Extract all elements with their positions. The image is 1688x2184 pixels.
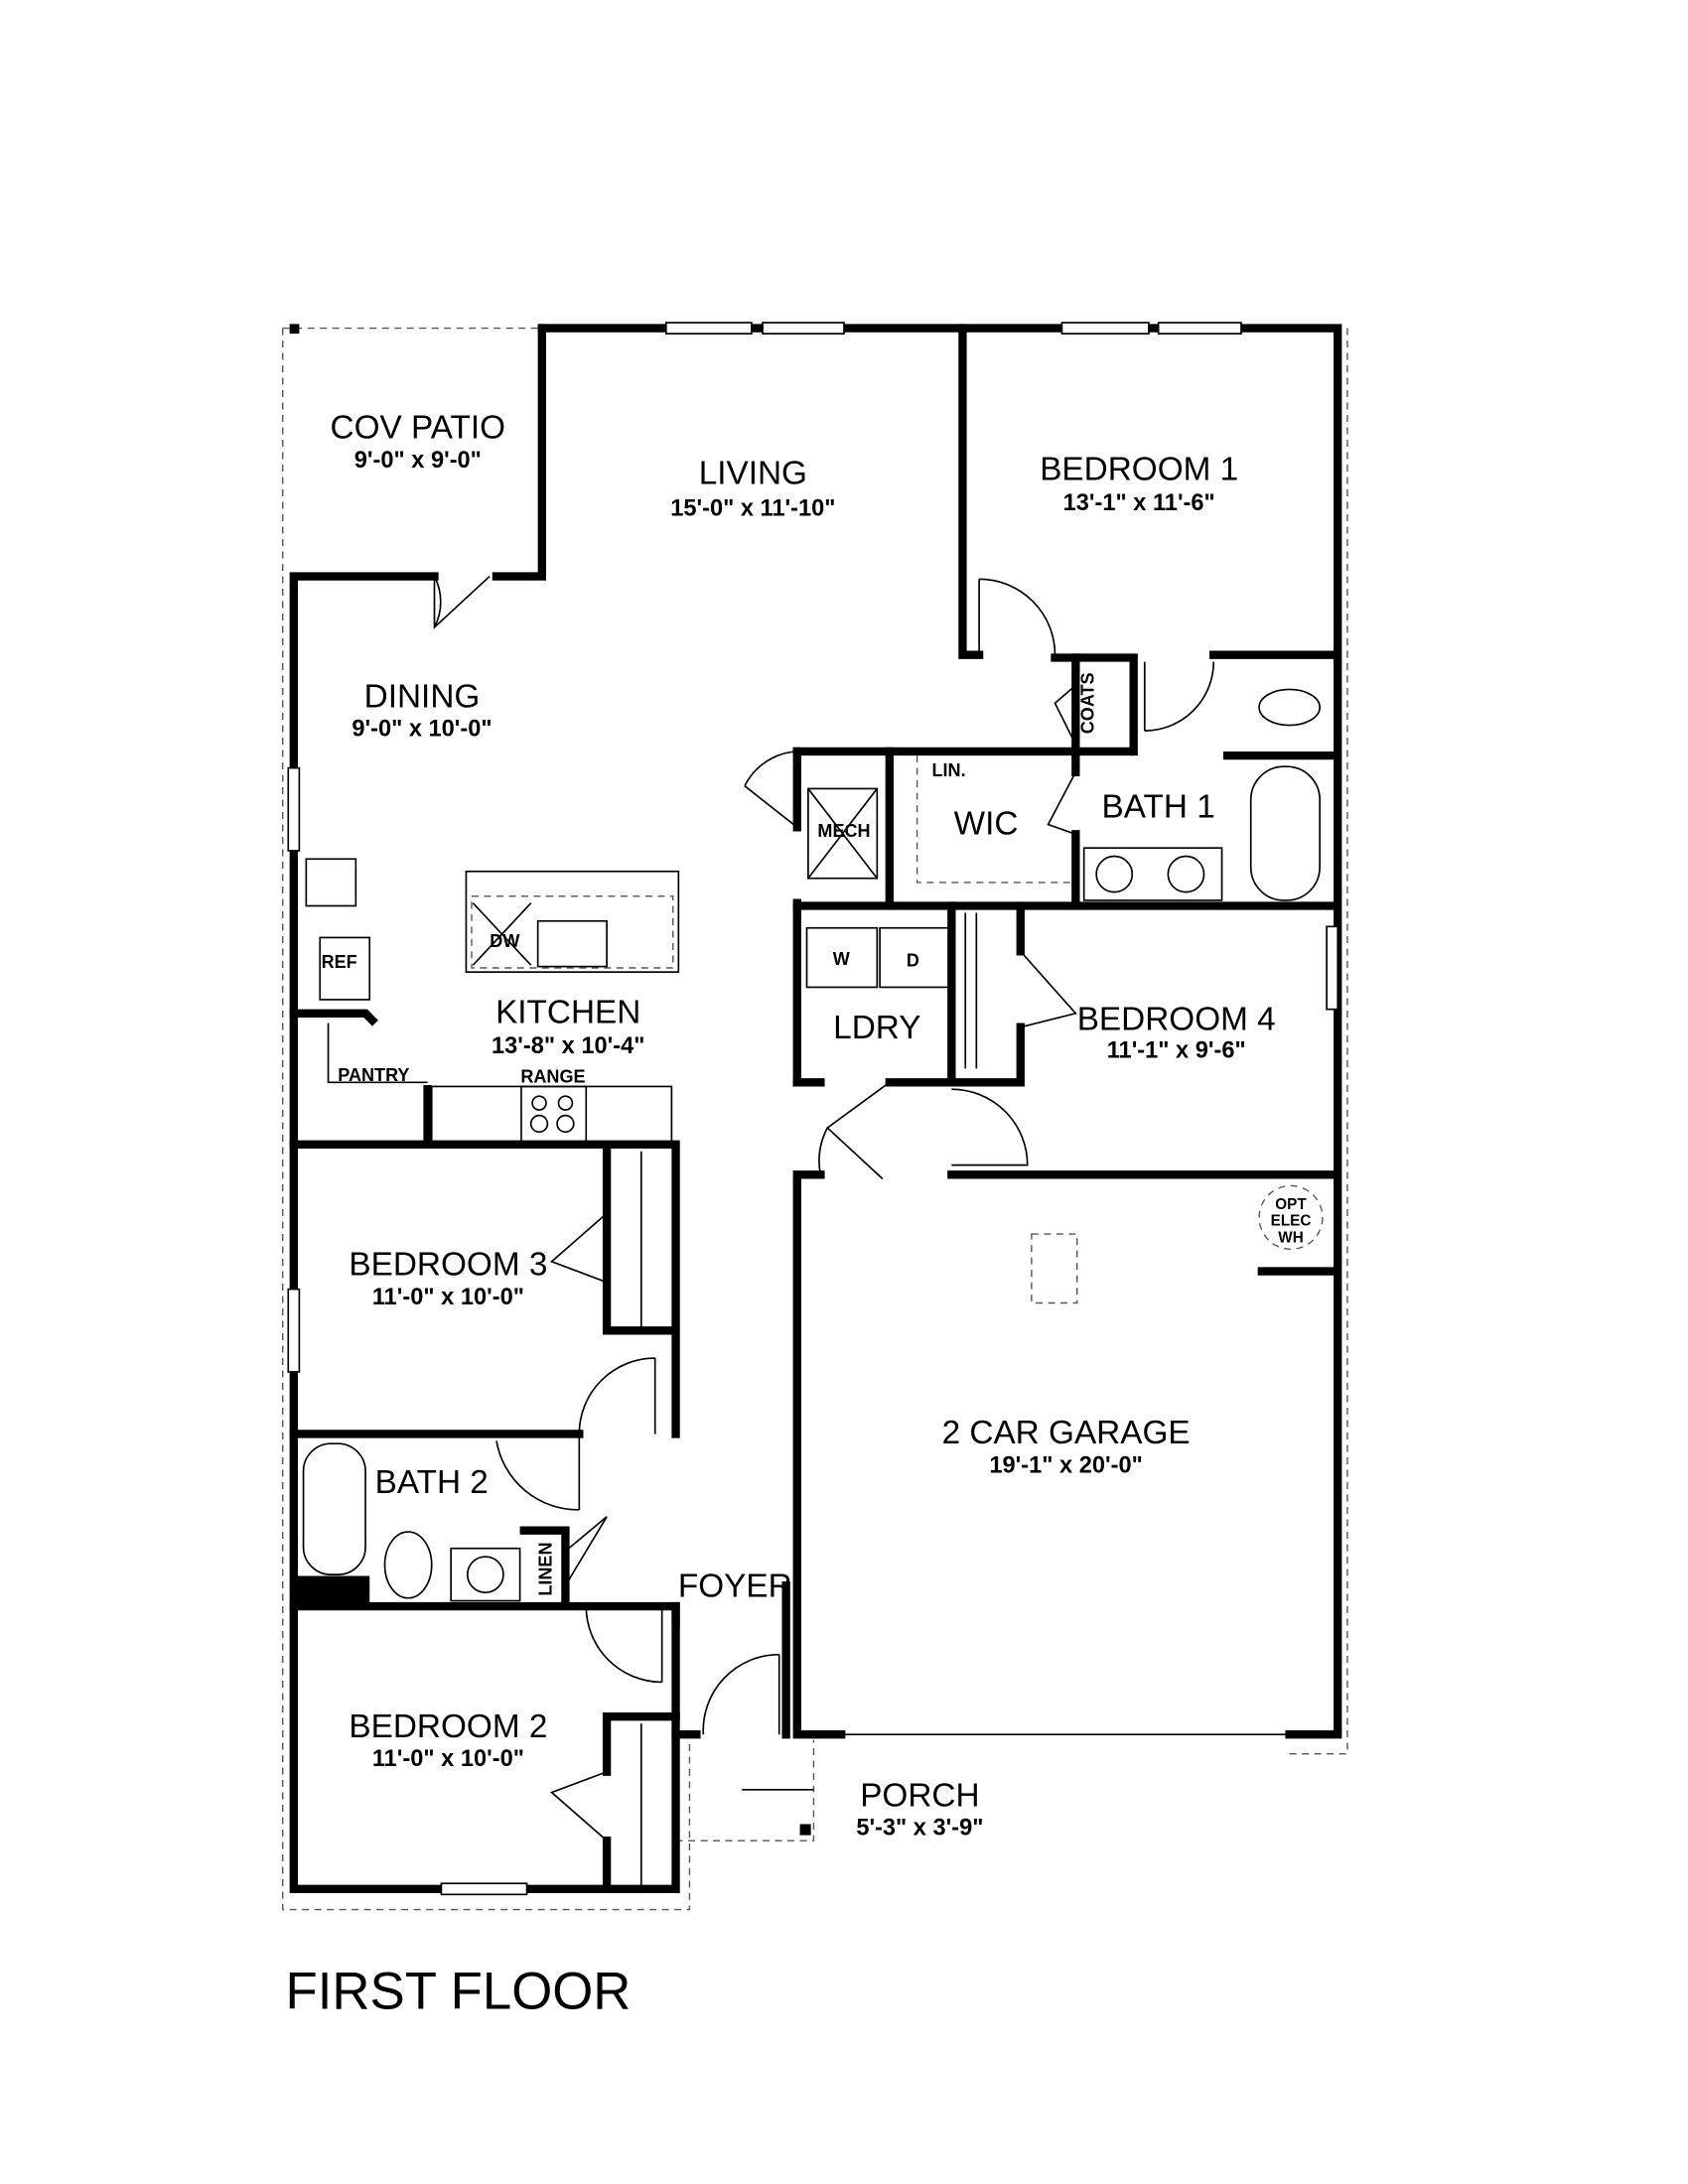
window <box>1326 925 1339 1011</box>
exterior-dashed-outlines <box>282 327 1348 1911</box>
living-label: LIVING <box>699 456 807 492</box>
bath2-toilet <box>383 1531 433 1599</box>
windows <box>287 322 1339 1896</box>
porch-post <box>799 1824 811 1836</box>
bath1-vanity <box>1082 847 1223 901</box>
range-label: RANGE <box>520 1066 585 1086</box>
foyer-label: FOYER <box>678 1568 792 1604</box>
window <box>665 322 753 335</box>
ldry-label: LDRY <box>833 1010 920 1046</box>
coats-label: COATS <box>1077 672 1097 734</box>
range-icon <box>520 1085 588 1143</box>
ref-label: REF <box>322 952 357 972</box>
mech-icon <box>807 787 878 880</box>
washer <box>805 926 879 989</box>
bedroom4-size: 11'-1" x 9'-6" <box>1107 1037 1246 1063</box>
window <box>287 766 301 852</box>
mech-label: MECH <box>817 821 870 841</box>
window <box>1157 322 1242 335</box>
wh-label-opt: OPT <box>1275 1196 1307 1213</box>
cov-patio-size: 9'-0" x 9'-0" <box>354 448 482 474</box>
bedroom2-label: BEDROOM 2 <box>349 1708 547 1745</box>
dining-size: 9'-0" x 10'-0" <box>352 717 492 743</box>
dw-label: DW <box>490 931 520 951</box>
wh-label-wh: WH <box>1278 1229 1303 1246</box>
walls <box>289 324 1342 1893</box>
bedroom2-size: 11'-0" x 10'-0" <box>372 1746 524 1772</box>
kitchen-size: 13'-8" x 10'-4" <box>492 1033 644 1059</box>
wic-label: WIC <box>954 805 1019 842</box>
fixture-labels: MECH LIN. COATS DW REF RANGE PANTRY W D … <box>322 672 1312 1595</box>
bedroom3-label: BEDROOM 3 <box>349 1247 547 1284</box>
window <box>1060 322 1150 335</box>
kitchen-counter <box>430 1085 673 1143</box>
kitchen-sink <box>536 919 608 968</box>
bedroom1-size: 13'-1" x 11'-6" <box>1063 490 1215 516</box>
kitchen-label: KITCHEN <box>495 995 640 1031</box>
floor-title: FIRST FLOOR <box>286 1963 632 2021</box>
bath2-label: BATH 2 <box>375 1464 489 1501</box>
dryer-label: D <box>907 951 919 971</box>
dryer <box>879 926 950 989</box>
kitchen-island <box>465 870 680 973</box>
bath2-tub <box>302 1442 366 1575</box>
porch-size: 5'-3" x 3'-9" <box>856 1816 983 1842</box>
window <box>440 1882 528 1896</box>
window <box>762 322 845 335</box>
wall-mass <box>293 1575 370 1607</box>
garage-attic-access <box>1031 1233 1078 1304</box>
wic-shelf <box>915 755 1076 884</box>
pantry-shelf <box>327 1023 428 1084</box>
porch-label: PORCH <box>860 1777 979 1814</box>
window <box>287 1288 301 1373</box>
washer-label: W <box>833 949 851 969</box>
bedroom4-label: BEDROOM 4 <box>1077 1002 1276 1038</box>
bedroom3-size: 11'-0" x 10'-0" <box>372 1285 524 1310</box>
linen-label: LINEN <box>536 1542 556 1595</box>
wh-label-elec: ELEC <box>1271 1213 1312 1230</box>
cov-patio-label: COV PATIO <box>331 410 506 447</box>
dining-label: DINING <box>364 679 481 716</box>
patio-post <box>289 324 300 335</box>
refrigerator <box>319 936 371 1001</box>
water-heater <box>1258 1184 1324 1251</box>
dishwasher-icon <box>472 902 532 966</box>
bath1-label: BATH 1 <box>1102 789 1215 826</box>
island-counter <box>471 895 674 969</box>
garage-label: 2 CAR GARAGE <box>942 1415 1191 1451</box>
bedroom1-label: BEDROOM 1 <box>1040 451 1238 487</box>
doors[interactable] <box>433 575 1290 1842</box>
ref-space <box>305 858 357 907</box>
bedroom4-closet-rod <box>964 912 978 1069</box>
bath1-toilet <box>1258 688 1321 727</box>
room-labels: COV PATIO 9'-0" x 9'-0" LIVING 15'-0" x … <box>331 410 1276 1842</box>
garage-size: 19'-1" x 20'-0" <box>989 1452 1142 1478</box>
living-size: 15'-0" x 11'-10" <box>670 495 835 521</box>
bath2-vanity <box>450 1547 521 1602</box>
lin-label: LIN. <box>932 760 966 780</box>
pantry-label: PANTRY <box>338 1065 409 1085</box>
bath1-tub <box>1249 765 1321 901</box>
mech-unit <box>807 787 879 880</box>
fixtures <box>302 688 1324 1889</box>
